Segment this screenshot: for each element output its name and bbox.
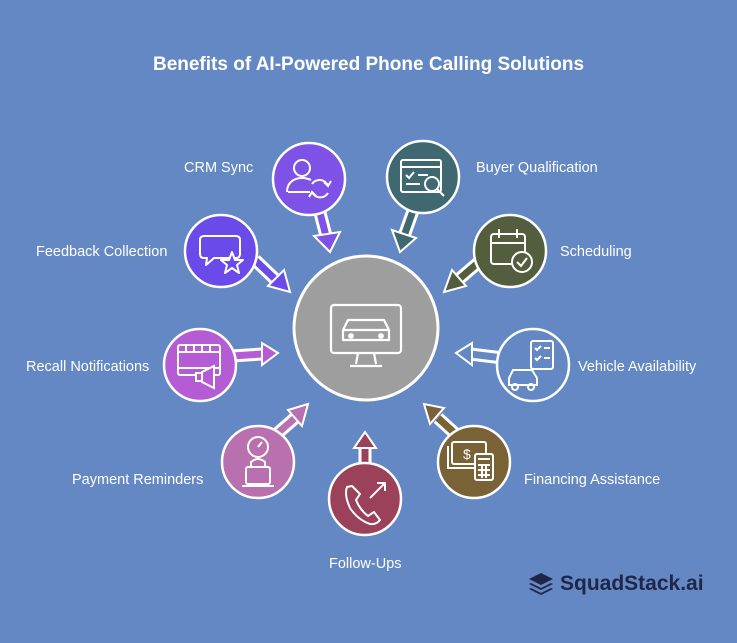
user-sync-icon	[286, 159, 332, 199]
buyer-qualification-node	[385, 139, 461, 215]
vehicle-availability-node	[495, 327, 571, 403]
payment-reminders-node	[220, 424, 296, 500]
crm-sync-node	[271, 141, 347, 217]
monitor-car-icon	[329, 303, 403, 368]
crm-sync-label: CRM Sync	[184, 160, 254, 176]
recall-notifications-label: Recall Notifications	[26, 359, 150, 375]
scheduling-node	[472, 213, 548, 289]
svg-text:$: $	[463, 446, 471, 462]
page-title: Benefits of AI-Powered Phone Calling Sol…	[152, 54, 585, 75]
financing-assistance-node: $	[436, 424, 512, 500]
clock-lock-icon	[242, 436, 274, 487]
brand-name: SquadStack.ai	[560, 572, 704, 595]
recall-notifications-node	[162, 327, 238, 403]
car-checklist-icon	[508, 340, 554, 391]
form-search-icon	[400, 159, 445, 197]
feedback-collection-label: Feedback Collection	[36, 244, 168, 260]
phone-arrow-icon	[345, 482, 386, 526]
financing-assistance-label: Financing Assistance	[524, 472, 661, 488]
money-calculator-icon: $	[447, 441, 494, 481]
stack-icon	[529, 573, 553, 595]
payment-reminders-label: Payment Reminders	[72, 472, 204, 488]
buyer-qualification-label: Buyer Qualification	[476, 160, 598, 176]
feedback-collection-node	[183, 213, 259, 289]
film-megaphone-icon	[177, 344, 221, 390]
calendar-check-icon	[490, 229, 533, 273]
brand-logo: SquadStack.ai	[528, 568, 728, 600]
center-monitor-node	[292, 254, 440, 402]
chat-star-icon	[199, 235, 244, 274]
follow-ups-node	[327, 461, 403, 537]
vehicle-availability-label: Vehicle Availability	[578, 359, 697, 375]
follow-ups-label: Follow-Ups	[329, 556, 402, 572]
scheduling-label: Scheduling	[560, 244, 632, 260]
